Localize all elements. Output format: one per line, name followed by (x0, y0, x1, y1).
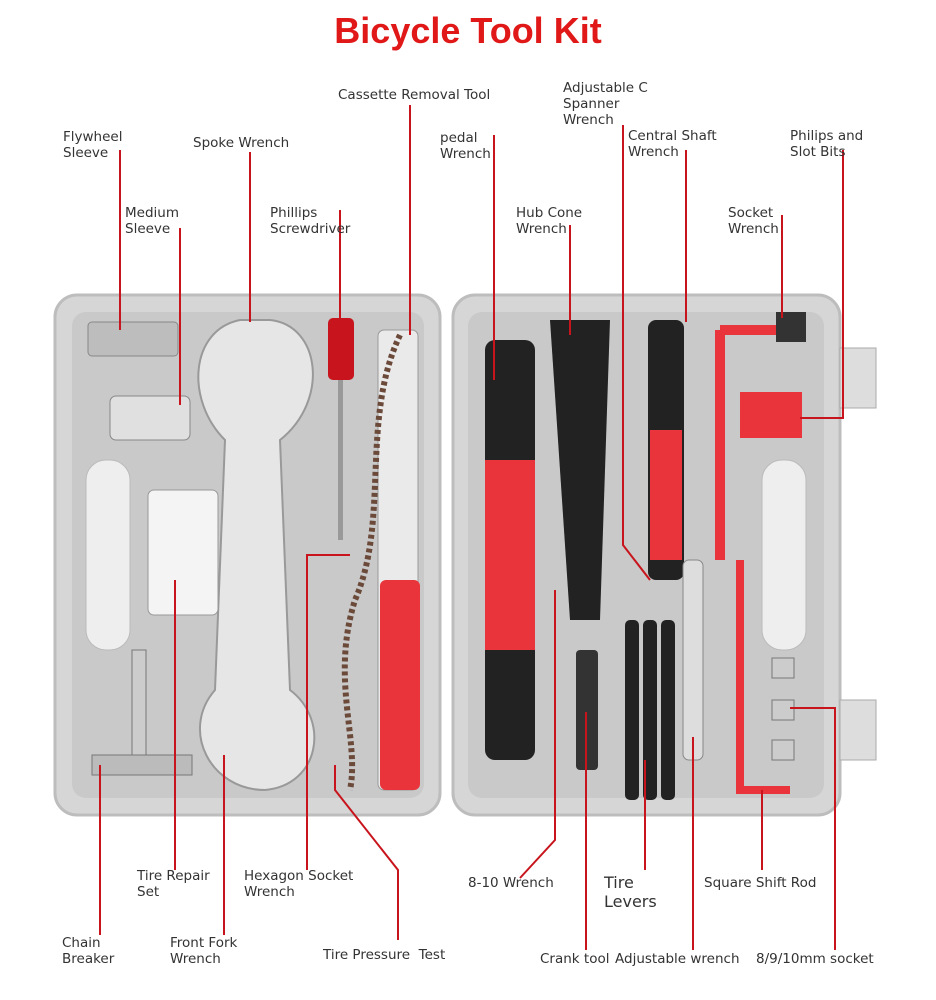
label-adjustable-c-spanner: Adjustable C Spanner Wrench (563, 80, 648, 128)
label-8-9-10mm-socket: 8/9/10mm socket (756, 951, 874, 967)
label-medium-sleeve: Medium Sleeve (125, 205, 179, 237)
label-central-shaft-wrench: Central Shaft Wrench (628, 128, 717, 160)
flywheel-sleeve (87, 321, 179, 357)
phillips-screwdriver (328, 318, 354, 540)
label-spoke-wrench: Spoke Wrench (193, 135, 290, 151)
tire-levers (625, 620, 675, 800)
page-title: Bicycle Tool Kit (334, 10, 602, 51)
tire-repair-set (147, 489, 219, 616)
square-shift-rod (736, 560, 790, 794)
medium-sleeve (109, 395, 191, 441)
label-hexagon-socket-wrench: Hexagon Socket Wrench (244, 868, 354, 900)
central-shaft-wrench (648, 320, 684, 580)
spoke-wrench (197, 319, 316, 792)
leader-lines (99, 105, 844, 950)
label-tire-levers: Tire Levers (604, 873, 657, 911)
adjustable-wrench (682, 559, 704, 761)
label-square-shift-rod: Square Shift Rod (704, 875, 817, 891)
label-flywheel-sleeve: Flywheel Sleeve (63, 129, 123, 161)
label-phillips-screwdriver: Phillips Screwdriver (270, 205, 351, 237)
hub-cone-wrench (550, 320, 610, 620)
label-cassette-removal-tool: Cassette Removal Tool (338, 87, 491, 103)
label-front-fork-wrench: Front Fork Wrench (170, 935, 238, 967)
label-crank-tool: Crank tool (540, 951, 610, 967)
pedal-wrench (485, 340, 535, 760)
label-chain-breaker: Chain Breaker (62, 935, 115, 967)
chain-breaker (91, 649, 193, 776)
socket-wrench (715, 312, 806, 560)
label-tire-pressure-test: Tire Pressure Test (323, 947, 446, 963)
label-adjustable-wrench: Adjustable wrench (615, 951, 740, 967)
cassette-tool (341, 329, 420, 791)
label-philips-slot-bits: Philips and Slot Bits (790, 128, 864, 160)
philips-bits (740, 392, 802, 438)
label-tire-repair-set: Tire Repair Set (137, 868, 210, 900)
label-8-10-wrench: 8-10 Wrench (468, 875, 554, 891)
label-hub-cone-wrench: Hub Cone Wrench (516, 205, 583, 237)
sockets-8-9-10 (771, 657, 795, 761)
label-pedal-wrench: pedal Wrench (440, 130, 491, 162)
crank-tool (576, 650, 598, 770)
label-socket-wrench: Socket Wrench (728, 205, 779, 237)
